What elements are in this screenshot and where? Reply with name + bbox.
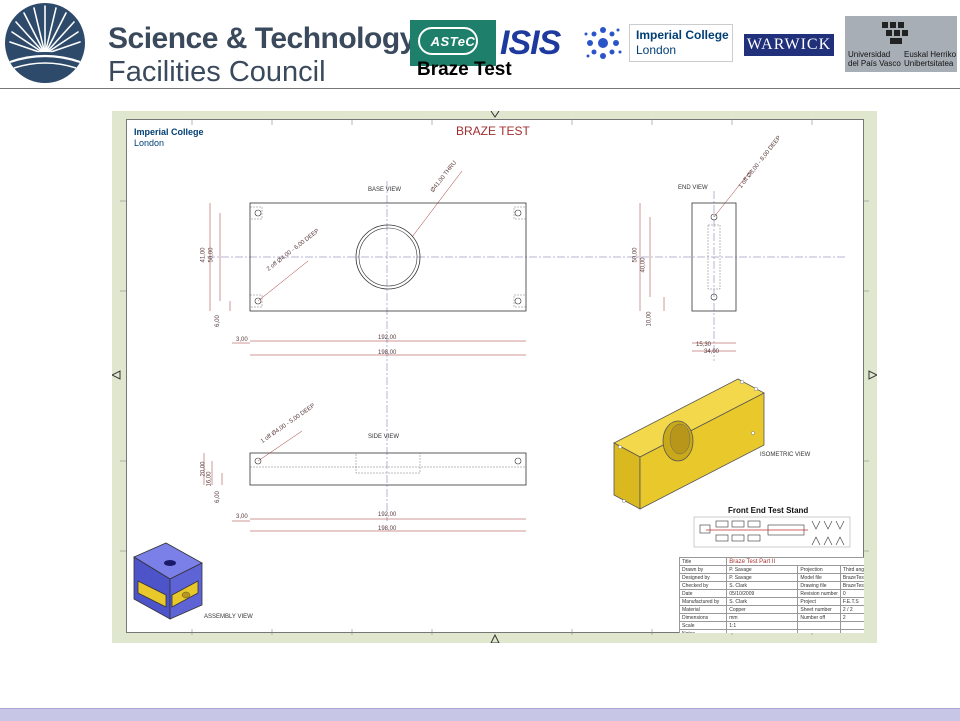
title-block-cell bbox=[797, 629, 841, 633]
dim-side-offset: 3,00 bbox=[236, 514, 248, 520]
title-block-cell: Manufactured by bbox=[679, 597, 728, 606]
title-block-cell: Scale bbox=[679, 621, 728, 630]
title-block-cell: Checked by bbox=[679, 581, 728, 590]
title-block-cell: 05/10/2009 bbox=[726, 589, 799, 598]
stand-title: Front End Test Stand bbox=[728, 506, 809, 515]
slide-footer-bar bbox=[0, 708, 960, 721]
imperial-logo-line1: Imperial College bbox=[636, 28, 729, 42]
title-block-cell bbox=[726, 629, 799, 633]
dim-side-w1: 192,00 bbox=[378, 512, 397, 518]
drawing-imperial-logo bbox=[132, 125, 208, 152]
title-block-cell: Projection bbox=[797, 565, 841, 574]
assembly-view-label: ASSEMBLY VIEW bbox=[204, 614, 253, 620]
dim-end-w1: 15,30 bbox=[696, 342, 712, 348]
title-block-cell: 2 / 2 bbox=[839, 605, 864, 614]
title-block-cell bbox=[797, 621, 841, 630]
title-block-cell: Project bbox=[797, 597, 841, 606]
title-block-cell: Revision number bbox=[797, 589, 841, 598]
title-block-cell: Material bbox=[679, 605, 728, 614]
title-block-cell: Braze Test Part II bbox=[726, 557, 864, 566]
title-block-cell: Model file bbox=[797, 573, 841, 582]
base-view-label: BASE VIEW bbox=[368, 187, 402, 193]
title-block-row: Notes bbox=[679, 629, 864, 633]
title-block-cell: Designed by bbox=[679, 573, 728, 582]
dim-base-w1: 192,00 bbox=[378, 335, 397, 341]
isis-logo-text: ISIS bbox=[500, 24, 561, 62]
title-block-cell: Title bbox=[679, 557, 728, 566]
isis-burst-icon bbox=[584, 27, 622, 59]
title-block-cell: Dimensions bbox=[679, 613, 728, 622]
title-block-cell: Drawing file bbox=[797, 581, 841, 590]
title-block-cell bbox=[839, 621, 864, 630]
dim-end-h2: 40,00 bbox=[640, 257, 647, 273]
title-block-cell: Date bbox=[679, 589, 728, 598]
dim-base-offset: 3,00 bbox=[236, 337, 248, 343]
dim-end-w2: 34,00 bbox=[704, 349, 720, 355]
drawing-linework bbox=[112, 111, 877, 643]
title-block-cell: Copper bbox=[726, 605, 799, 614]
stfc-name-line1: Science & Technology bbox=[108, 22, 416, 55]
title-block-cell: F.E.T.S bbox=[839, 597, 864, 606]
title-block-cell: Sheet number bbox=[797, 605, 841, 614]
end-view-label: END VIEW bbox=[678, 185, 708, 191]
title-block-cell: P. Savage bbox=[726, 565, 799, 574]
title-block-cell bbox=[839, 629, 864, 633]
dim-end-h1: 50,00 bbox=[632, 247, 639, 263]
dim-end-h3: 10,00 bbox=[646, 311, 653, 327]
dim-base-h1: 41,00 bbox=[200, 247, 207, 263]
title-block-cell: Third angle bbox=[839, 565, 864, 574]
drawing-logo-line1: Imperial College bbox=[134, 127, 204, 137]
drawing-sheet bbox=[126, 119, 864, 633]
ehu-text-right2: Unibertsitatea bbox=[904, 59, 954, 68]
drawing-logo-line2: London bbox=[134, 138, 165, 148]
side-view-label: SIDE VIEW bbox=[368, 434, 400, 440]
dim-side-h2: 16,00 bbox=[206, 471, 213, 487]
isometric-view-label: ISOMETRIC VIEW bbox=[760, 452, 811, 458]
header-divider bbox=[0, 88, 960, 89]
title-block-cell: 1:1 bbox=[726, 621, 799, 630]
title-block-cell: Notes bbox=[679, 629, 728, 633]
dim-side-w2: 198,00 bbox=[378, 526, 397, 532]
ehu-text-left2: del País Vasco bbox=[848, 59, 901, 68]
ehu-emblem-icon bbox=[882, 22, 908, 44]
imperial-college-logo bbox=[629, 24, 733, 62]
stfc-sunburst-logo bbox=[5, 3, 85, 83]
title-block-cell: 0 bbox=[839, 589, 864, 598]
title-block-cell: Number off bbox=[797, 613, 841, 622]
ehu-text-right1: Euskal Herriko bbox=[904, 50, 957, 59]
dim-side-h3: 6,00 bbox=[214, 491, 221, 503]
title-block-cell: S. Clark bbox=[726, 581, 799, 590]
title-block-cell: P. Savage bbox=[726, 573, 799, 582]
title-block-cell: 2 bbox=[839, 613, 864, 622]
astec-logo-text: ASTeC bbox=[430, 34, 476, 49]
slide-title: Braze Test bbox=[417, 59, 512, 80]
title-block-cell: mm bbox=[726, 613, 799, 622]
dim-base-h3: 6,00 bbox=[214, 315, 221, 327]
dim-base-h2: 50,00 bbox=[208, 247, 215, 263]
stfc-name-line2: Facilities Council bbox=[108, 56, 326, 88]
drawing-title: BRAZE TEST bbox=[456, 124, 530, 138]
astec-ring bbox=[418, 27, 478, 55]
dim-base-w2: 198,00 bbox=[378, 350, 397, 356]
warwick-logo: WARWICK bbox=[744, 34, 834, 56]
title-block-cell: Drawn by bbox=[679, 565, 728, 574]
title-block-cell: S. Clark bbox=[726, 597, 799, 606]
imperial-logo-line2: London bbox=[636, 43, 677, 57]
ehu-text-left1: Universidad bbox=[848, 50, 891, 59]
